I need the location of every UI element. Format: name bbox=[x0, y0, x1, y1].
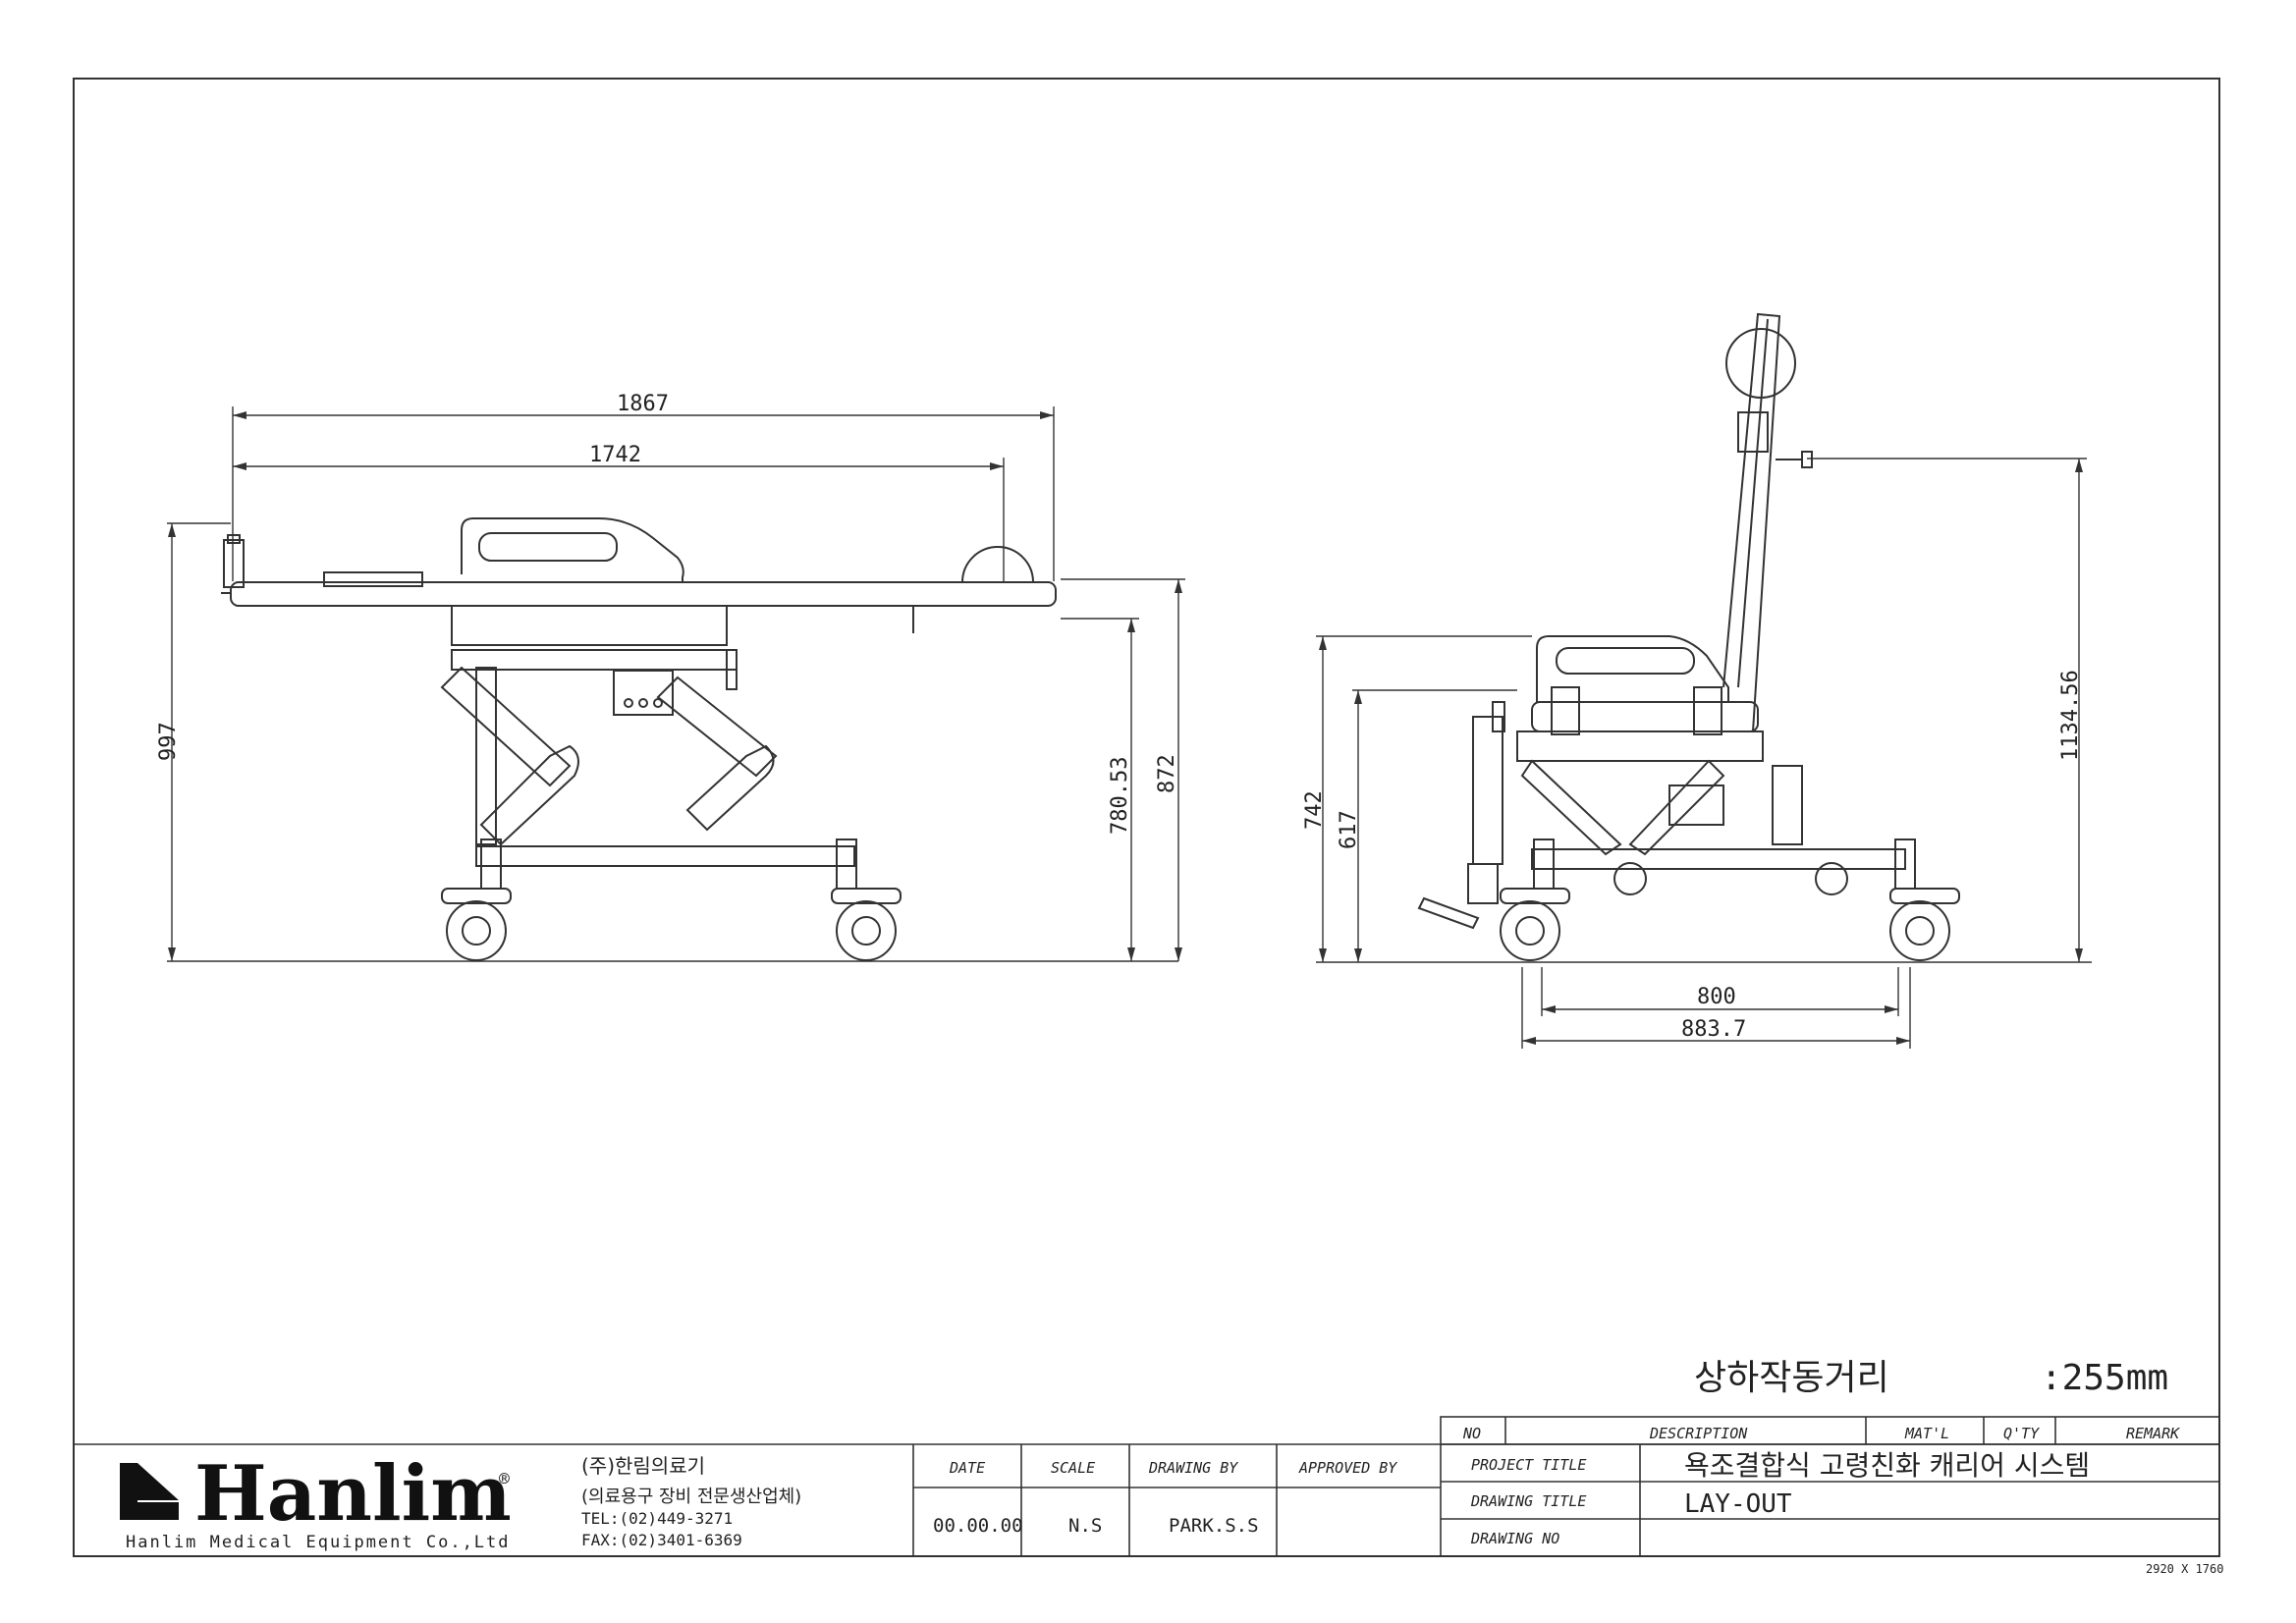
company-english-name: Hanlim Medical Equipment Co.,Ltd bbox=[126, 1533, 511, 1552]
sheet-size: 2920 X 1760 bbox=[2146, 1562, 2223, 1576]
company-tel: TEL:(02)449-3271 bbox=[581, 1509, 733, 1528]
stroke-note-label: 상하작동거리 bbox=[1694, 1358, 1889, 1398]
drawing-frame bbox=[73, 78, 2220, 1557]
rev-description-header: DESCRIPTION bbox=[1649, 1425, 1748, 1442]
approved-by-header: APPROVED BY bbox=[1298, 1459, 1397, 1477]
company-fax: FAX:(02)3401-6369 bbox=[581, 1531, 742, 1549]
dim-left-top-height: 872 bbox=[1155, 754, 1179, 793]
hanlim-logo-icon bbox=[120, 1463, 179, 1520]
title-block-lines bbox=[74, 1416, 2220, 1557]
drawing-title-label: DRAWING TITLE bbox=[1470, 1492, 1586, 1510]
drawing-no-label: DRAWING NO bbox=[1470, 1530, 1559, 1547]
company-subtitle: (의료용구 장비 전문생산업체) bbox=[581, 1487, 801, 1507]
chair-upright-view bbox=[1417, 312, 1960, 961]
scale-value: N.S bbox=[1068, 1515, 1102, 1537]
dim-seat-height: 742 bbox=[1302, 790, 1327, 830]
dimension-arrows-right bbox=[1319, 459, 2083, 1045]
dim-left-height: 997 bbox=[156, 722, 181, 761]
dim-overall-length: 1867 bbox=[617, 392, 669, 416]
drawn-by-header: DRAWING BY bbox=[1148, 1459, 1238, 1477]
scale-header: SCALE bbox=[1051, 1459, 1095, 1477]
dim-left-deck-height: 780.53 bbox=[1108, 757, 1132, 835]
dim-wheelbase: 800 bbox=[1697, 985, 1736, 1009]
drawing-title: LAY-OUT bbox=[1684, 1489, 1792, 1519]
project-title: 욕조결합식 고령친화 캐리어 시스템 bbox=[1684, 1449, 2090, 1482]
company-logo-text: Hanlim bbox=[194, 1449, 512, 1539]
rev-qty-header: Q'TY bbox=[2003, 1425, 2040, 1442]
dim-back-height: 1134.56 bbox=[2058, 670, 2083, 761]
date-value: 00.00.00 bbox=[933, 1515, 1023, 1537]
rev-material-header: MAT'L bbox=[1904, 1425, 1949, 1442]
stretcher-flat-view bbox=[221, 517, 1057, 961]
registered-mark: ® bbox=[499, 1469, 510, 1489]
dim-seat-height-2: 617 bbox=[1337, 810, 1361, 849]
company-korean-name: (주)한림의료기 bbox=[581, 1454, 705, 1478]
rev-remark-header: REMARK bbox=[2126, 1425, 2180, 1442]
rev-no-header: NO bbox=[1462, 1425, 1481, 1442]
dim-base-length: 883.7 bbox=[1681, 1017, 1746, 1042]
dimension-lines-left bbox=[167, 406, 1185, 962]
date-header: DATE bbox=[949, 1459, 985, 1477]
dimension-arrows-left bbox=[168, 411, 1182, 961]
dim-deck-length: 1742 bbox=[589, 443, 641, 467]
drawn-by-value: PARK.S.S bbox=[1169, 1515, 1259, 1537]
dimension-lines-right bbox=[1316, 458, 2092, 1049]
stroke-note-value: :255mm bbox=[2041, 1358, 2168, 1398]
project-title-label: PROJECT TITLE bbox=[1471, 1456, 1586, 1474]
